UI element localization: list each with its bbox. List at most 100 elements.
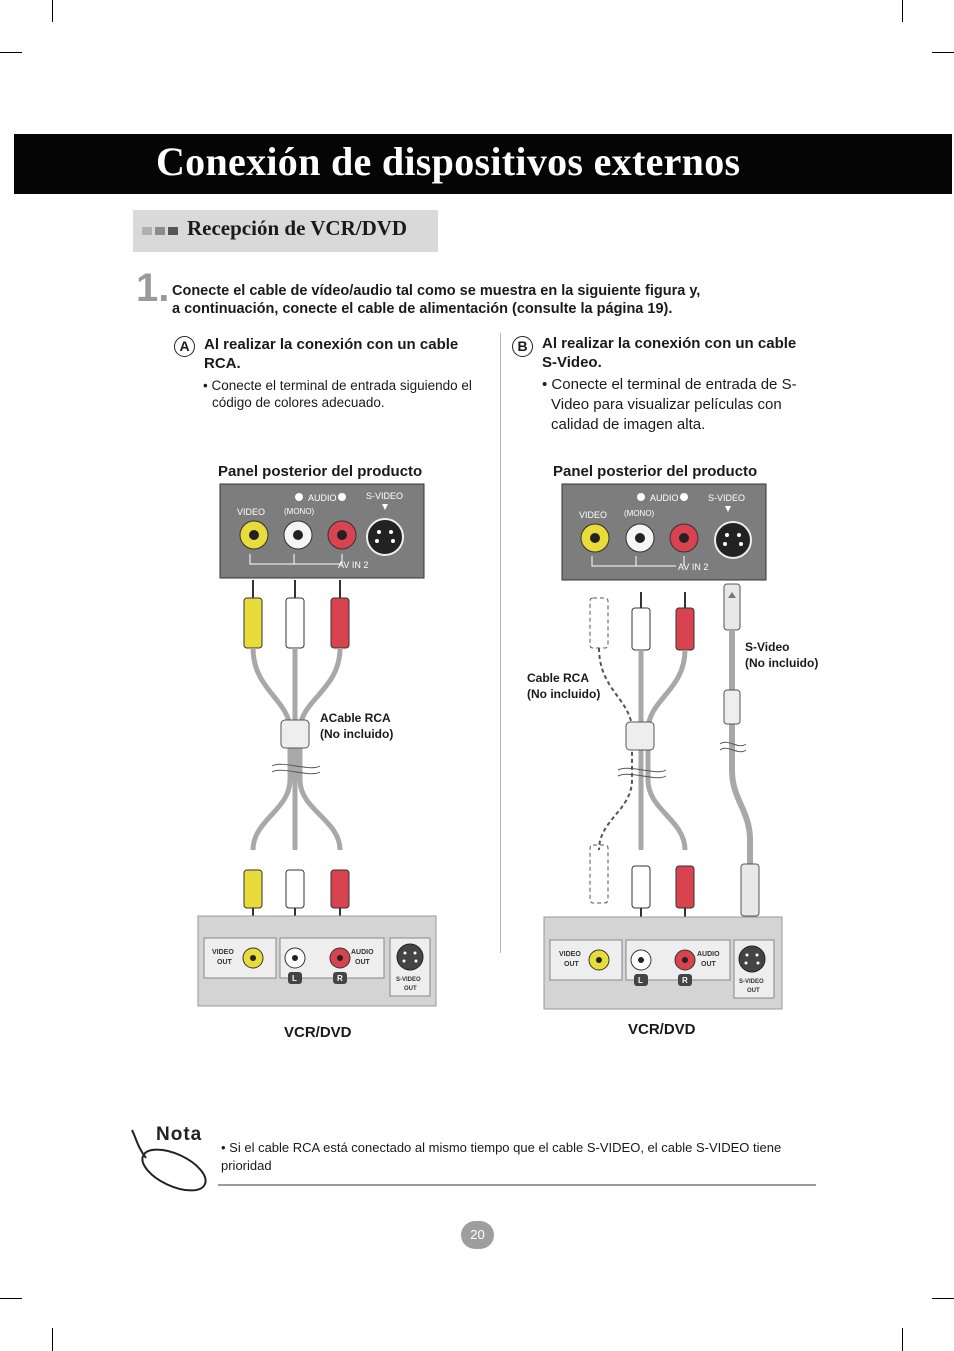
option-b-panel-label: Panel posterior del producto: [553, 463, 758, 480]
svideo-plug-top: [723, 583, 741, 631]
step-instructions: Conecte el cable de vídeo/audio tal como…: [172, 282, 700, 318]
vcr-video-out-box: [549, 939, 623, 981]
red-plug-top: [675, 607, 695, 651]
cable-break-mark: [719, 741, 747, 753]
bullet-dot-icon: •: [221, 1140, 230, 1155]
vcr-audio-l-jack-core: [292, 955, 298, 961]
nota-text-body: Si el cable RCA está conectado al mismo …: [221, 1140, 782, 1173]
tv-audio-l-marker: [295, 493, 303, 501]
red-plug-top: [330, 597, 350, 649]
vcr-svideo-label-2: OUT: [747, 988, 760, 994]
white-plug-bottom: [285, 869, 305, 909]
svideo-ferrite: [723, 689, 741, 725]
crop-mark: [902, 0, 903, 22]
tv-audio-label: AUDIO: [650, 493, 679, 503]
tv-svideo-jack: [366, 518, 404, 556]
option-a-heading-line2: RCA.: [204, 355, 241, 372]
vcr-audio-r-jack-core: [337, 955, 343, 961]
tv-avin-label: AV IN 2: [338, 560, 368, 570]
yellow-plug-dashed-top: [589, 597, 609, 649]
option-a-badge: A: [174, 336, 195, 357]
nota-rule: [218, 1184, 816, 1186]
option-b-heading-line2: S-Video.: [542, 354, 602, 371]
tv-audio-r-jack-core: [679, 533, 689, 543]
option-b-heading: Al realizar la conexión con un cable S-V…: [542, 334, 796, 372]
option-a-device-label: VCR/DVD: [284, 1024, 352, 1041]
mouse-body: [141, 1148, 207, 1192]
section-square-icon: [155, 227, 165, 235]
vcr-video-out-label-2: OUT: [564, 961, 580, 968]
option-b-svideo-label-1: S-Video: [745, 640, 789, 654]
crop-mark: [932, 52, 954, 53]
vcr-svideo-label-1: S-VIDEO: [739, 979, 764, 985]
vcr-audio-l-jack-core: [638, 957, 644, 963]
tv-svideo-label: S-VIDEO: [366, 491, 403, 501]
option-b-device-label: VCR/DVD: [628, 1021, 696, 1038]
tv-mono-label: (MONO): [624, 509, 655, 518]
title-bar: [14, 134, 952, 194]
option-b-bullet-line1: Conecte el terminal de entrada de S-: [551, 376, 797, 393]
step-line-2: a continuación, conecte el cable de alim…: [172, 301, 673, 317]
tv-svideo-pin: [725, 533, 729, 537]
tv-audio-r-marker: [338, 493, 346, 501]
tv-svideo-pin: [723, 542, 727, 546]
option-a-bullet-line1: Conecte el terminal de entrada siguiendo…: [211, 378, 472, 393]
step-line-1: Conecte el cable de vídeo/audio tal como…: [172, 283, 701, 299]
crop-mark: [52, 0, 53, 22]
option-b-badge: B: [512, 336, 533, 357]
tv-audio-l-marker: [637, 493, 645, 501]
white-plug-top: [631, 607, 651, 651]
svideo-arrow-icon: [725, 506, 731, 512]
yellow-plug-dashed-bottom: [589, 844, 609, 904]
yellow-plug-top: [243, 597, 263, 649]
vcr-svideo-pin: [413, 951, 417, 955]
column-divider: [500, 333, 501, 953]
vcr-l-badge: [634, 974, 648, 986]
vcr-svideo-label-1: S-VIDEO: [396, 977, 421, 983]
vcr-video-jack-core: [596, 957, 602, 963]
vcr-video-out-label-1: VIDEO: [212, 949, 234, 956]
svideo-arrow-icon: [382, 504, 388, 510]
tv-svideo-pin: [375, 539, 379, 543]
cable-red: [645, 649, 688, 851]
option-a-heading: Al realizar la conexión con un cable RCA…: [204, 335, 458, 373]
tv-video-jack-core: [249, 530, 259, 540]
tv-audio-r-jack-core: [337, 530, 347, 540]
red-plug-bottom: [675, 865, 695, 909]
vcr-audio-out-label-1: AUDIO: [351, 949, 374, 956]
vcr-audio-out-label-2: OUT: [355, 959, 371, 966]
mouse-cable: [131, 1129, 147, 1159]
vcr-l-badge: [288, 972, 302, 984]
mouse-icon: [131, 1129, 207, 1192]
vcr-r-badge-text: R: [682, 976, 688, 985]
section-square-icon: [142, 227, 152, 235]
cable-break-mark: [617, 767, 667, 779]
tv-svideo-jack: [714, 521, 752, 559]
tv-svideo-label: S-VIDEO: [708, 493, 745, 503]
vcr-svideo-label-2: OUT: [404, 986, 417, 992]
vcr-audio-out-label-1: AUDIO: [697, 951, 720, 958]
option-b-svideo-label-2: (No incluido): [745, 656, 818, 670]
option-a-bullet-line2: código de colores adecuado.: [212, 395, 385, 410]
svideo-connection-diagram: S-VIDEO AUDIO (MONO) VIDEO AV IN 2 Cable…: [527, 483, 818, 1038]
vcr-video-out-label-2: OUT: [217, 959, 233, 966]
av-in-bracket: [591, 556, 685, 567]
option-b-bullet: • Conecte el terminal de entrada de S- V…: [542, 375, 797, 435]
tv-video-label: VIDEO: [237, 507, 265, 517]
option-b-bullet-line2: Video para visualizar películas con: [551, 396, 782, 413]
tv-video-label: VIDEO: [579, 510, 607, 520]
cable-red: [297, 647, 343, 851]
crop-mark: [932, 1298, 954, 1299]
vcr-svideo-jack: [738, 945, 766, 973]
tv-svideo-pin: [739, 542, 743, 546]
tv-audio-l-jack-core: [635, 533, 645, 543]
tv-audio-label: AUDIO: [308, 493, 337, 503]
vcr-audio-r-jack-core: [682, 957, 688, 963]
bullet-dot-icon: •: [542, 376, 552, 393]
tv-svideo-pin: [737, 533, 741, 537]
option-a-cable-label-1: ACable RCA: [320, 711, 391, 725]
vcr-svideo-pin: [402, 959, 406, 963]
tv-audio-r-marker: [680, 493, 688, 501]
option-a-heading-line1: Al realizar la conexión con un cable: [204, 336, 459, 353]
vcr-video-out-label-1: VIDEO: [559, 951, 581, 958]
